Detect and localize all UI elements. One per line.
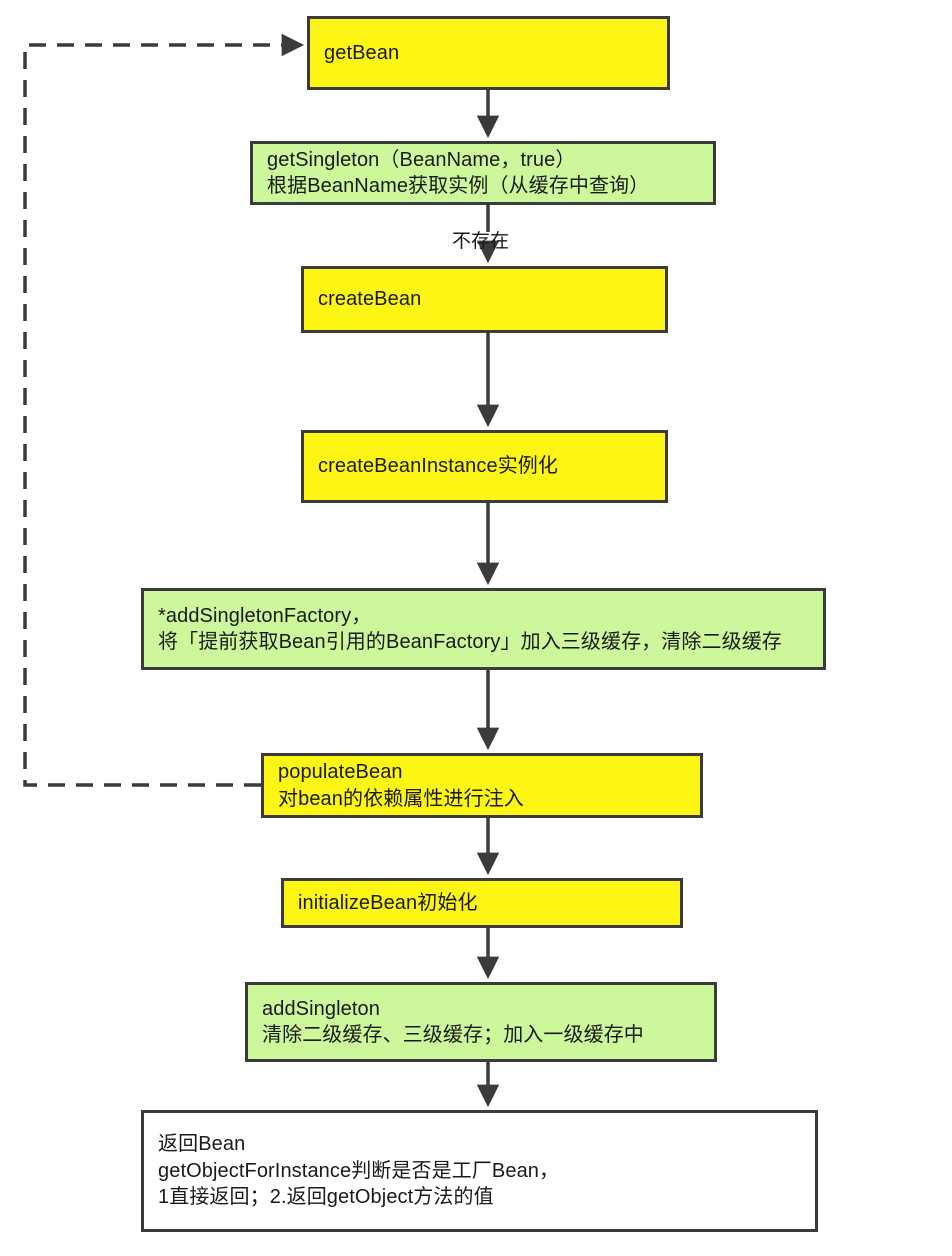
node-createbean-line-1: createBean <box>318 288 422 311</box>
node-addsingletonfactory[interactable]: *addSingletonFactory， 将「提前获取Bean引用的BeanF… <box>141 588 826 670</box>
node-initializebean-line-1: initializeBean初始化 <box>298 891 478 914</box>
node-addsingleton[interactable]: addSingleton 清除二级缓存、三级缓存；加入一级缓存中 <box>245 982 717 1062</box>
edge-label-not-exists: 不存在 <box>452 231 510 252</box>
node-addsingletonfactory-line-1: *addSingletonFactory， <box>158 604 372 627</box>
node-createbeaninstance[interactable]: createBeanInstance实例化 <box>301 430 668 503</box>
node-getsingleton[interactable]: getSingleton（BeanName，true） 根据BeanName获取… <box>250 141 716 205</box>
node-populatebean-line-2: 对bean的依赖属性进行注入 <box>278 787 524 810</box>
node-populatebean-line-1: populateBean <box>278 761 403 784</box>
node-addsingleton-line-2: 清除二级缓存、三级缓存；加入一级缓存中 <box>262 1024 644 1046</box>
node-addsingletonfactory-line-2: 将「提前获取Bean引用的BeanFactory」加入三级缓存，清除二级缓存 <box>158 631 782 653</box>
node-returnbean-line-3: 1直接返回；2.返回getObject方法的值 <box>158 1186 494 1209</box>
node-createbean[interactable]: createBean <box>301 266 668 333</box>
node-addsingleton-line-1: addSingleton <box>262 997 380 1020</box>
node-createbeaninstance-line-1: createBeanInstance实例化 <box>318 455 559 478</box>
node-getbean[interactable]: getBean <box>307 16 670 90</box>
node-getsingleton-line-2: 根据BeanName获取实例（从缓存中查询） <box>267 175 650 197</box>
node-getsingleton-line-1: getSingleton（BeanName，true） <box>267 148 576 171</box>
node-getbean-line-1: getBean <box>324 41 400 64</box>
node-initializebean[interactable]: initializeBean初始化 <box>281 878 683 928</box>
node-returnbean-line-1: 返回Bean <box>158 1133 246 1156</box>
node-populatebean[interactable]: populateBean 对bean的依赖属性进行注入 <box>261 753 703 818</box>
node-returnbean-line-2: getObjectForInstance判断是否是工厂Bean， <box>158 1159 560 1182</box>
node-returnbean[interactable]: 返回Bean getObjectForInstance判断是否是工厂Bean， … <box>141 1110 818 1232</box>
